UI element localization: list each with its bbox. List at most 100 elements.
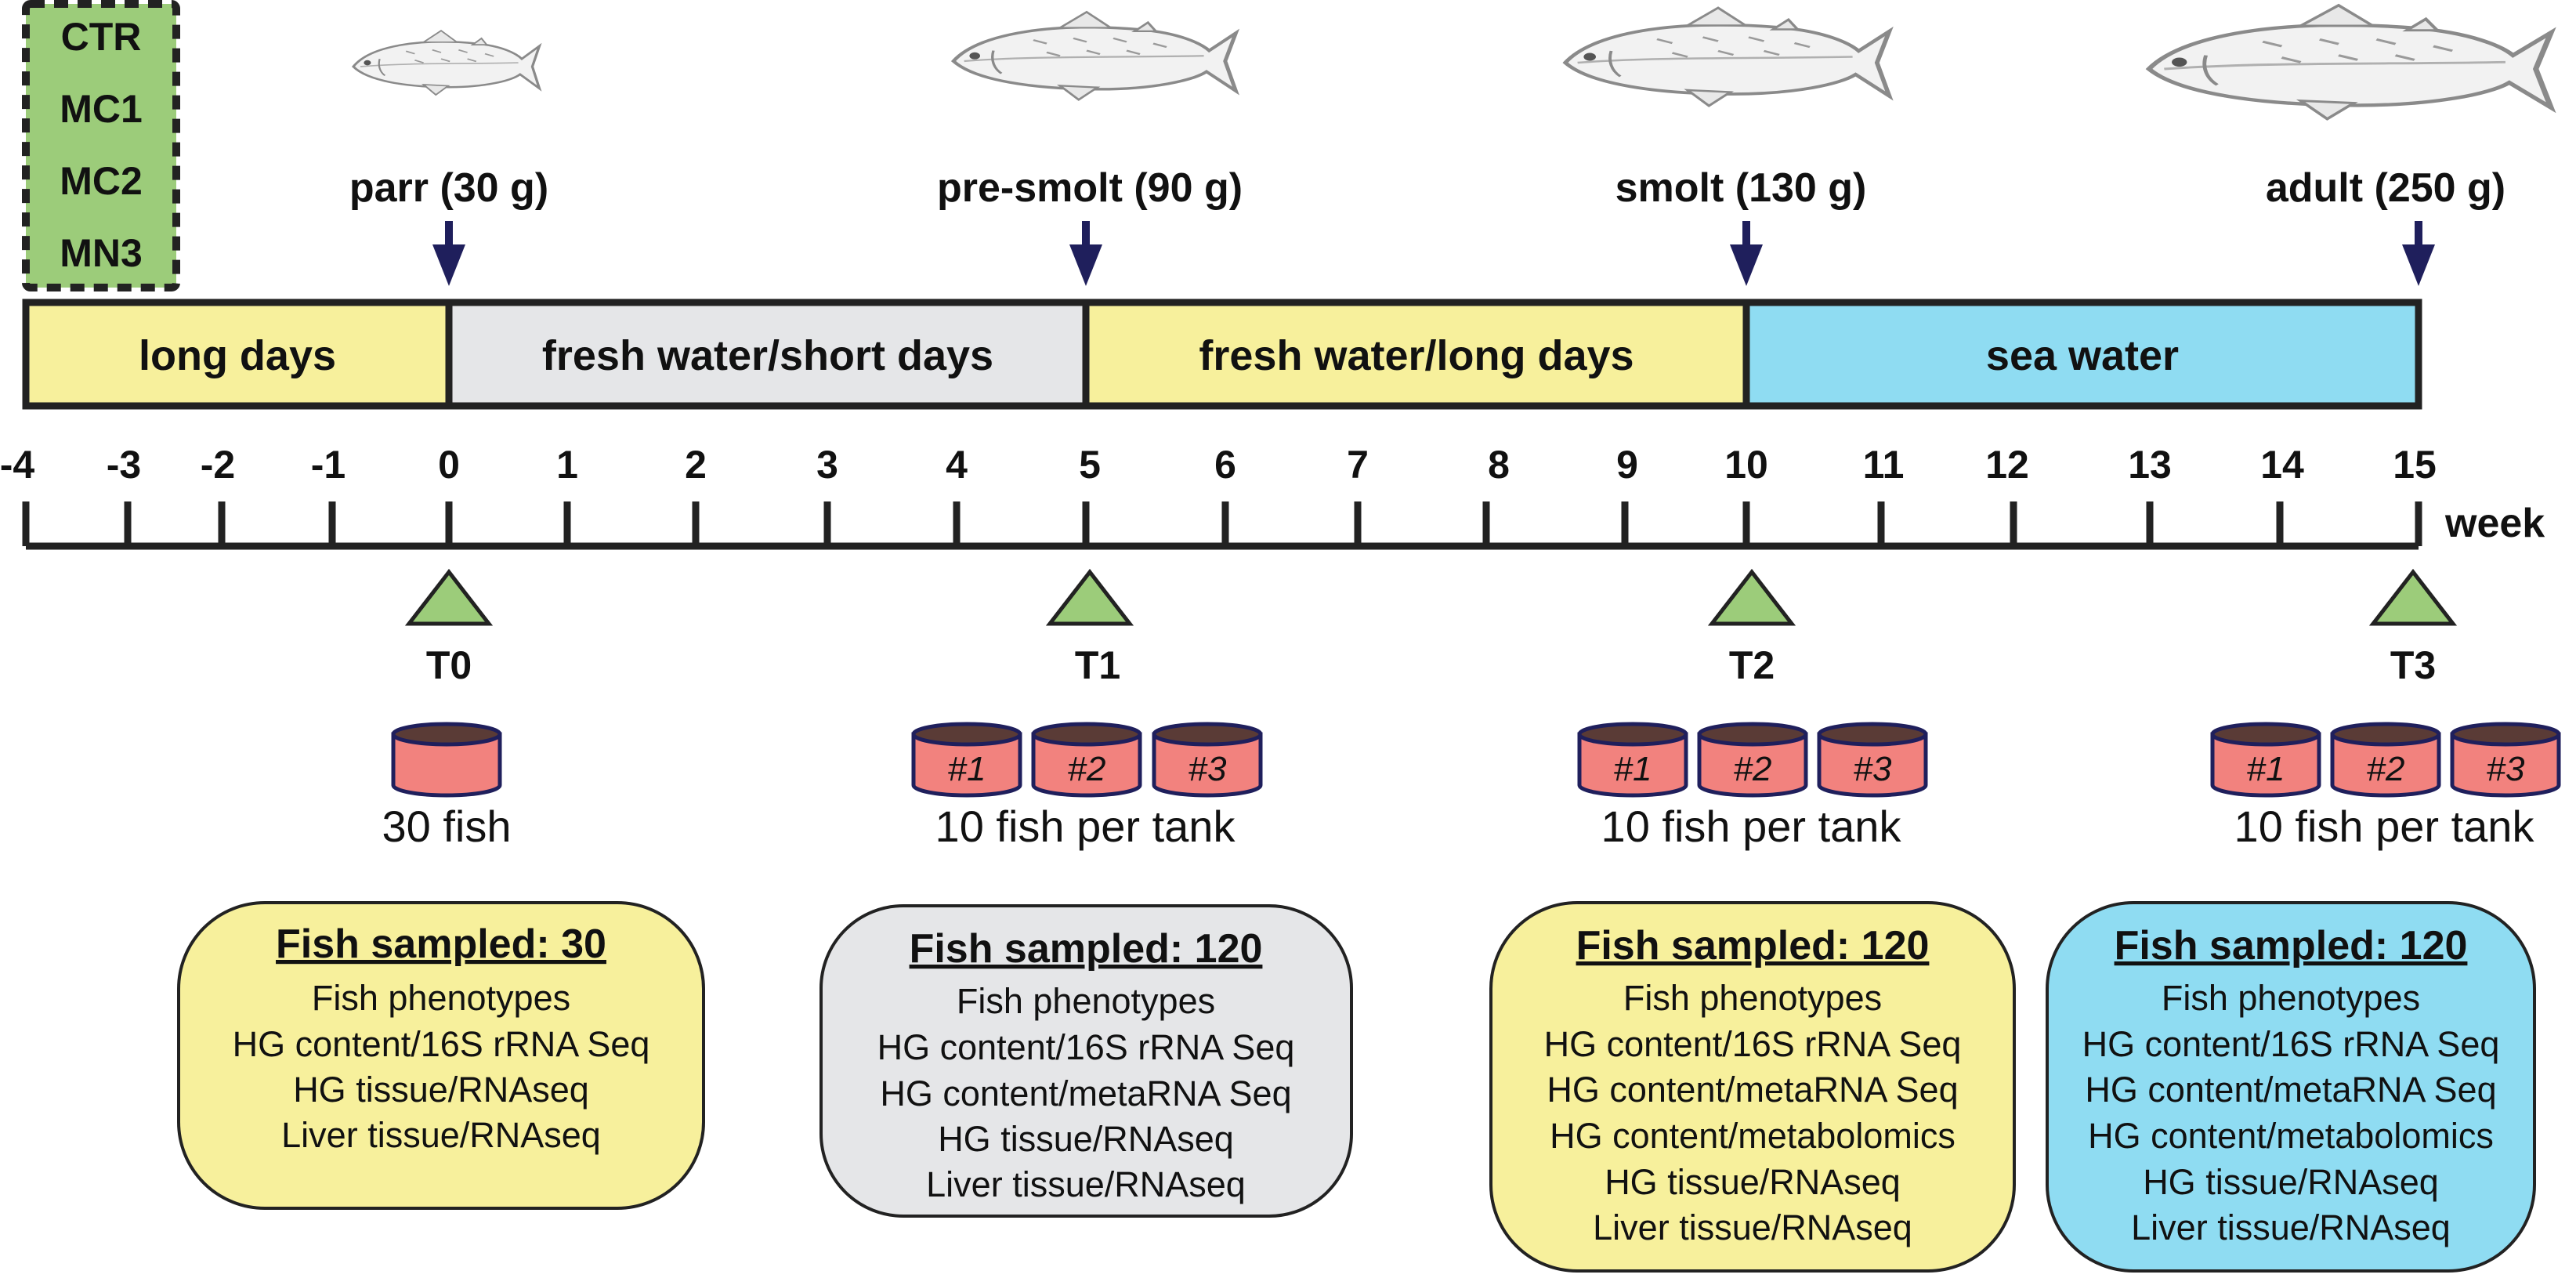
down-arrow-icon [432, 221, 465, 286]
axis-tick-label: 0 [438, 443, 460, 487]
phase-label: sea water [1986, 332, 2179, 379]
triangle-icon [2368, 568, 2458, 626]
sample-box-t2: Fish sampled: 120 Fish phenotypes HG con… [1489, 901, 2016, 1273]
sample-box-title: Fish sampled: 120 [2115, 923, 2468, 968]
phase-label: long days [139, 332, 336, 379]
tank-label: #1 [2247, 750, 2285, 788]
tank-icon: #3 [1152, 722, 1263, 798]
sample-box-item: HG content/metaRNA Seq [880, 1073, 1291, 1113]
tank-icon: #3 [1817, 722, 1928, 798]
sample-box-title: Fish sampled: 120 [1576, 923, 1930, 968]
sample-box-frame [1489, 901, 2016, 1273]
sample-box-item: Fish phenotypes [957, 981, 1215, 1021]
sample-box-title: Fish sampled: 120 [910, 926, 1263, 972]
axis-tick-label: -3 [107, 443, 141, 487]
sample-box-frame [177, 901, 705, 1210]
sample-box-item: HG content/metaRNA Seq [1547, 1070, 1958, 1110]
sample-box-item: Liver tissue/RNAseq [281, 1115, 601, 1155]
sample-box-item: HG content/metaRNA Seq [2085, 1070, 2496, 1110]
tank-caption: 30 fish [382, 802, 512, 851]
stage-label: pre-smolt (90 g) [937, 165, 1243, 211]
group-label: MN3 [60, 231, 143, 275]
sample-box-item: Liver tissue/RNAseq [926, 1164, 1246, 1204]
sample-box-frame [819, 904, 1353, 1218]
tank-caption: 10 fish per tank [2234, 802, 2535, 851]
sample-box-item: Liver tissue/RNAseq [2131, 1207, 2451, 1247]
timepoint-t2: T2 [1707, 568, 1796, 687]
axis-tick-label: 2 [685, 443, 707, 487]
sample-box-item: Fish phenotypes [2162, 978, 2420, 1018]
tank-label: #3 [1854, 750, 1892, 788]
axis-tick-label: 3 [816, 443, 838, 487]
timepoint-t3: T3 [2368, 568, 2458, 687]
fish-icon [953, 12, 1236, 100]
axis-tick-label: 7 [1347, 443, 1369, 487]
sample-box-item: HG content/16S rRNA Seq [233, 1024, 650, 1064]
tank-icon: #2 [1697, 722, 1808, 798]
axis-tick-label: 1 [556, 443, 578, 487]
phase-label: fresh water/long days [1199, 332, 1634, 379]
triangle-icon [1707, 568, 1796, 626]
sample-box-title: Fish sampled: 30 [276, 921, 606, 967]
sample-box-item: HG tissue/RNAseq [293, 1070, 589, 1110]
axis-tick-label: 10 [1724, 443, 1768, 487]
tank-icon: #1 [1577, 722, 1688, 798]
tank-icon [391, 722, 502, 798]
tank-icon: #1 [2210, 722, 2321, 798]
axis-unit-label: week [2444, 501, 2545, 546]
sample-box-t1: Fish sampled: 120 Fish phenotypes HG con… [819, 904, 1353, 1218]
phase-label: fresh water/short days [542, 332, 993, 379]
stage-label: parr (30 g) [349, 165, 548, 211]
fish-icon [2149, 5, 2551, 119]
sample-box-item: HG content/metabolomics [1550, 1116, 1956, 1156]
down-arrow-icon [1730, 221, 1763, 286]
timepoint-t1: T1 [1045, 568, 1134, 687]
sample-box-item: HG tissue/RNAseq [2143, 1162, 2439, 1202]
group-box: CTR MC1 MC2 MN3 [22, 0, 180, 291]
axis-tick-label: 6 [1214, 443, 1236, 487]
axis-tick-label: -2 [201, 443, 235, 487]
axis-tick-label: 12 [1985, 443, 2029, 487]
fish-icon [1565, 8, 1889, 106]
axis-tick-label: 8 [1488, 443, 1510, 487]
sample-box-item: HG tissue/RNAseq [1605, 1162, 1901, 1202]
phase-bar: long days fresh water/short days fresh w… [22, 299, 2422, 410]
phase-segment [26, 302, 449, 406]
tank-caption: 10 fish per tank [1601, 802, 1902, 851]
sample-box-item: HG tissue/RNAseq [938, 1119, 1234, 1159]
timepoint-label: T2 [1729, 643, 1775, 687]
triangle-icon [1045, 568, 1134, 626]
tank-icon: #2 [1031, 722, 1142, 798]
sample-box-item: HG content/16S rRNA Seq [877, 1027, 1295, 1067]
stage-label: adult (250 g) [2266, 165, 2505, 211]
axis-tick-label: -1 [311, 443, 346, 487]
tank-label: #2 [2367, 750, 2405, 788]
phase-segment [1086, 302, 1746, 406]
fish-icon [352, 29, 541, 96]
tank-icon: #2 [2330, 722, 2441, 798]
axis-tick-label: -4 [0, 443, 34, 487]
sample-box-item: HG content/16S rRNA Seq [2082, 1024, 2500, 1064]
sample-box-t3: Fish sampled: 120 Fish phenotypes HG con… [2046, 901, 2536, 1273]
down-arrow-icon [2402, 221, 2435, 286]
sample-box-frame [2046, 901, 2536, 1273]
tank-label: #3 [1189, 750, 1227, 788]
down-arrow-icon [1069, 221, 1102, 286]
sample-box-item: Liver tissue/RNAseq [1593, 1207, 1912, 1247]
timepoint-label: T1 [1075, 643, 1120, 687]
group-box-frame [22, 0, 180, 291]
axis-tick-label: 15 [2393, 443, 2437, 487]
tank-label: #2 [1068, 750, 1106, 788]
triangle-icon [404, 568, 494, 626]
axis-tick-label: 5 [1079, 443, 1101, 487]
tank-icon: #1 [911, 722, 1022, 798]
tank-label: #3 [2487, 750, 2525, 788]
axis-tick-label: 9 [1616, 443, 1638, 487]
stage-label: smolt (130 g) [1615, 165, 1867, 211]
timepoint-label: T0 [426, 643, 472, 687]
timepoint-t0: T0 [404, 568, 494, 687]
timepoint-label: T3 [2390, 643, 2436, 687]
sample-box-t0: Fish sampled: 30 Fish phenotypes HG cont… [177, 901, 705, 1210]
